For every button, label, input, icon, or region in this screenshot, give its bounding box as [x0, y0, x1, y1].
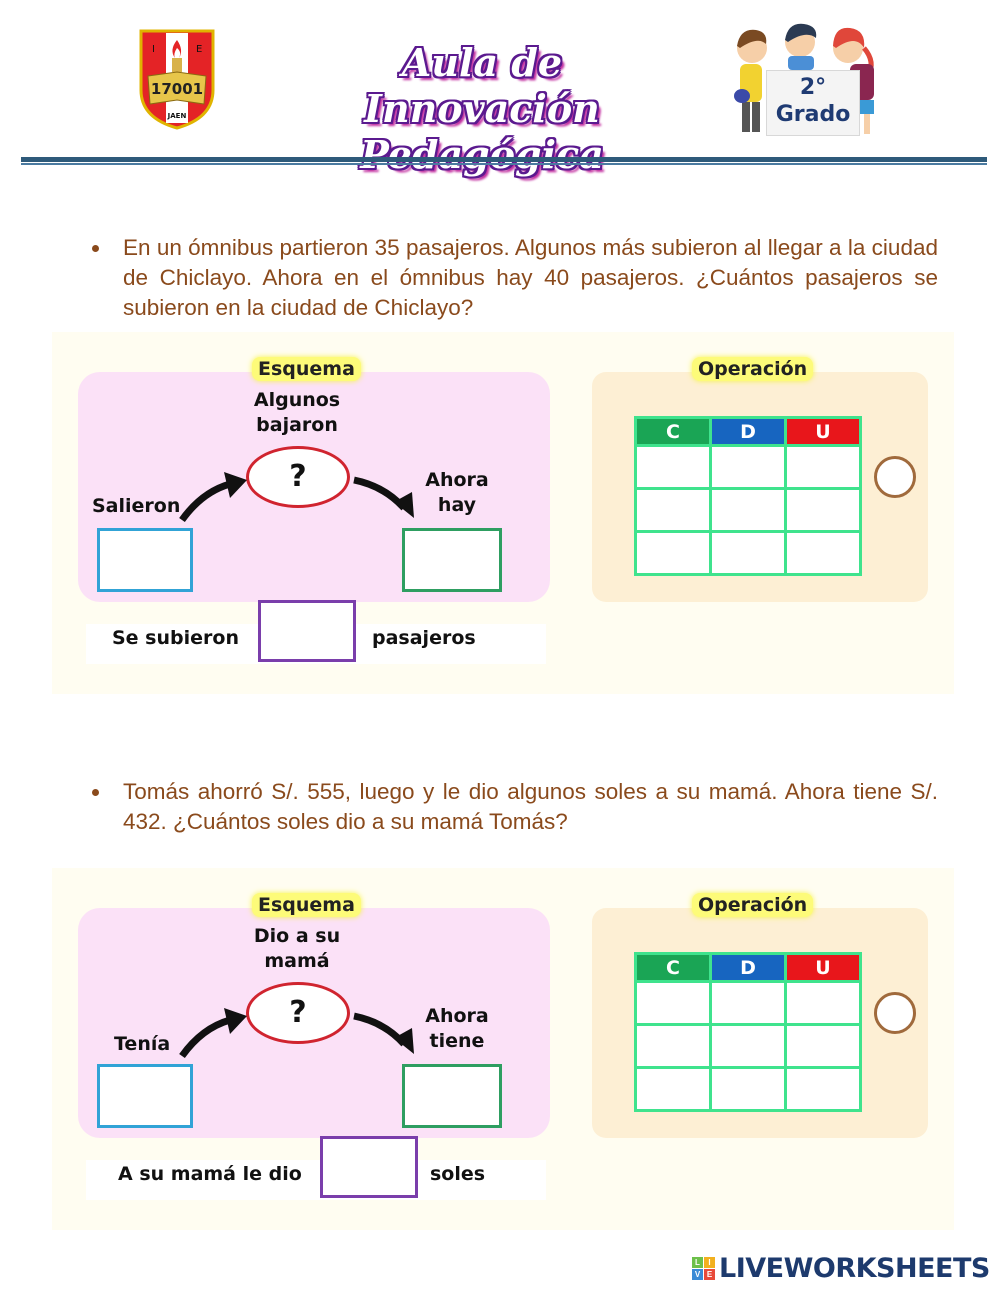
op-cell[interactable] [634, 444, 712, 490]
op-cell[interactable] [634, 530, 712, 576]
bullet-icon [92, 789, 99, 796]
op-cell[interactable] [784, 444, 862, 490]
header-tens: D [709, 416, 787, 447]
end-label: Ahora tiene [425, 1005, 489, 1052]
question-mark: ? [289, 995, 307, 1030]
end-label: Ahora hay [425, 469, 489, 516]
start-label: Salieron [92, 495, 181, 517]
logo-number: 17001 [151, 80, 203, 98]
op-cell[interactable] [784, 1023, 862, 1069]
answer-prefix: Se subieron [112, 627, 239, 649]
operator-circle[interactable] [874, 456, 916, 498]
change-label: Algunos bajaron [253, 389, 341, 436]
children-icon [734, 23, 874, 134]
scheme-title: Esquema [252, 893, 361, 917]
svg-text:I: I [152, 44, 155, 55]
problem-1-statement: En un ómnibus partieron 35 pasajeros. Al… [92, 233, 938, 323]
start-value-box[interactable] [97, 1064, 193, 1128]
grade-card: 2° Grado [766, 70, 860, 136]
op-cell[interactable] [634, 1023, 712, 1069]
op-cell[interactable] [784, 980, 862, 1026]
change-oval: ? [246, 446, 350, 508]
header-tens: D [709, 952, 787, 983]
header-hundreds: C [634, 952, 712, 983]
operation-table: C D U [634, 416, 862, 576]
operation-title: Operación [692, 357, 814, 381]
problem-1-text: En un ómnibus partieron 35 pasajeros. Al… [123, 235, 938, 320]
operator-circle[interactable] [874, 992, 916, 1034]
answer-suffix: soles [430, 1163, 486, 1185]
op-cell[interactable] [634, 1066, 712, 1112]
problem-2-statement: Tomás ahorró S/. 555, luego y le dio alg… [92, 777, 938, 837]
operation-panel: C D U [592, 908, 928, 1138]
arrow-up-icon [179, 480, 232, 523]
operation-table: C D U [634, 952, 862, 1112]
start-value-box[interactable] [97, 528, 193, 592]
liveworksheets-logo: L I V E LIVEWORKSHEETS [692, 1252, 990, 1284]
arrows [179, 472, 414, 523]
bullet-icon [92, 245, 99, 252]
header-title: Aula de Innovación Pedagógica [282, 40, 682, 177]
grade-label: Grado [775, 102, 851, 127]
op-cell[interactable] [709, 487, 787, 533]
change-oval: ? [246, 982, 350, 1044]
change-label: Dio a su mamá [253, 925, 341, 972]
op-cell[interactable] [709, 444, 787, 490]
op-cell[interactable] [709, 1066, 787, 1112]
answer-prefix: A su mamá le dio [118, 1163, 302, 1185]
brand-name: LIVEWORKSHEETS [719, 1252, 990, 1284]
question-mark: ? [289, 459, 307, 494]
header-units: U [784, 416, 862, 447]
op-cell[interactable] [709, 530, 787, 576]
answer-box[interactable] [320, 1136, 418, 1198]
op-cell[interactable] [709, 980, 787, 1026]
start-label: Tenía [114, 1033, 171, 1055]
answer-strip [86, 1160, 546, 1200]
op-cell[interactable] [634, 487, 712, 533]
problem-1-worksheet: Esquema Algunos bajaron ? Salieron Ahora… [52, 332, 954, 694]
arrow-up-icon [179, 1016, 232, 1059]
end-value-box[interactable] [402, 528, 502, 592]
liveworksheets-icon: L I V E [692, 1256, 715, 1280]
title-line-1: Aula de Innovación [364, 40, 600, 131]
arrows [179, 1008, 414, 1059]
operation-panel: C D U [592, 372, 928, 602]
title-line-2: Pedagógica [360, 132, 604, 177]
problem-2-worksheet: Esquema Dio a su mamá ? Tenía Ahora tien… [52, 868, 954, 1230]
scheme-title: Esquema [252, 357, 361, 381]
op-cell[interactable] [709, 1023, 787, 1069]
school-logo: 17001 I E JAEN [138, 28, 216, 130]
op-cell[interactable] [784, 530, 862, 576]
grade-number: 2° [799, 75, 827, 100]
svg-text:E: E [196, 44, 202, 55]
svg-text:JAEN: JAEN [167, 112, 187, 120]
op-cell[interactable] [784, 487, 862, 533]
operation-title: Operación [692, 893, 814, 917]
header-divider [21, 157, 987, 162]
end-value-box[interactable] [402, 1064, 502, 1128]
answer-suffix: pasajeros [372, 627, 476, 649]
header-units: U [784, 952, 862, 983]
header-hundreds: C [634, 416, 712, 447]
op-cell[interactable] [784, 1066, 862, 1112]
header-divider-thin [21, 163, 987, 165]
op-cell[interactable] [634, 980, 712, 1026]
grade-illustration: 2° Grado [728, 18, 888, 140]
problem-2-text: Tomás ahorró S/. 555, luego y le dio alg… [123, 779, 938, 834]
answer-box[interactable] [258, 600, 356, 662]
